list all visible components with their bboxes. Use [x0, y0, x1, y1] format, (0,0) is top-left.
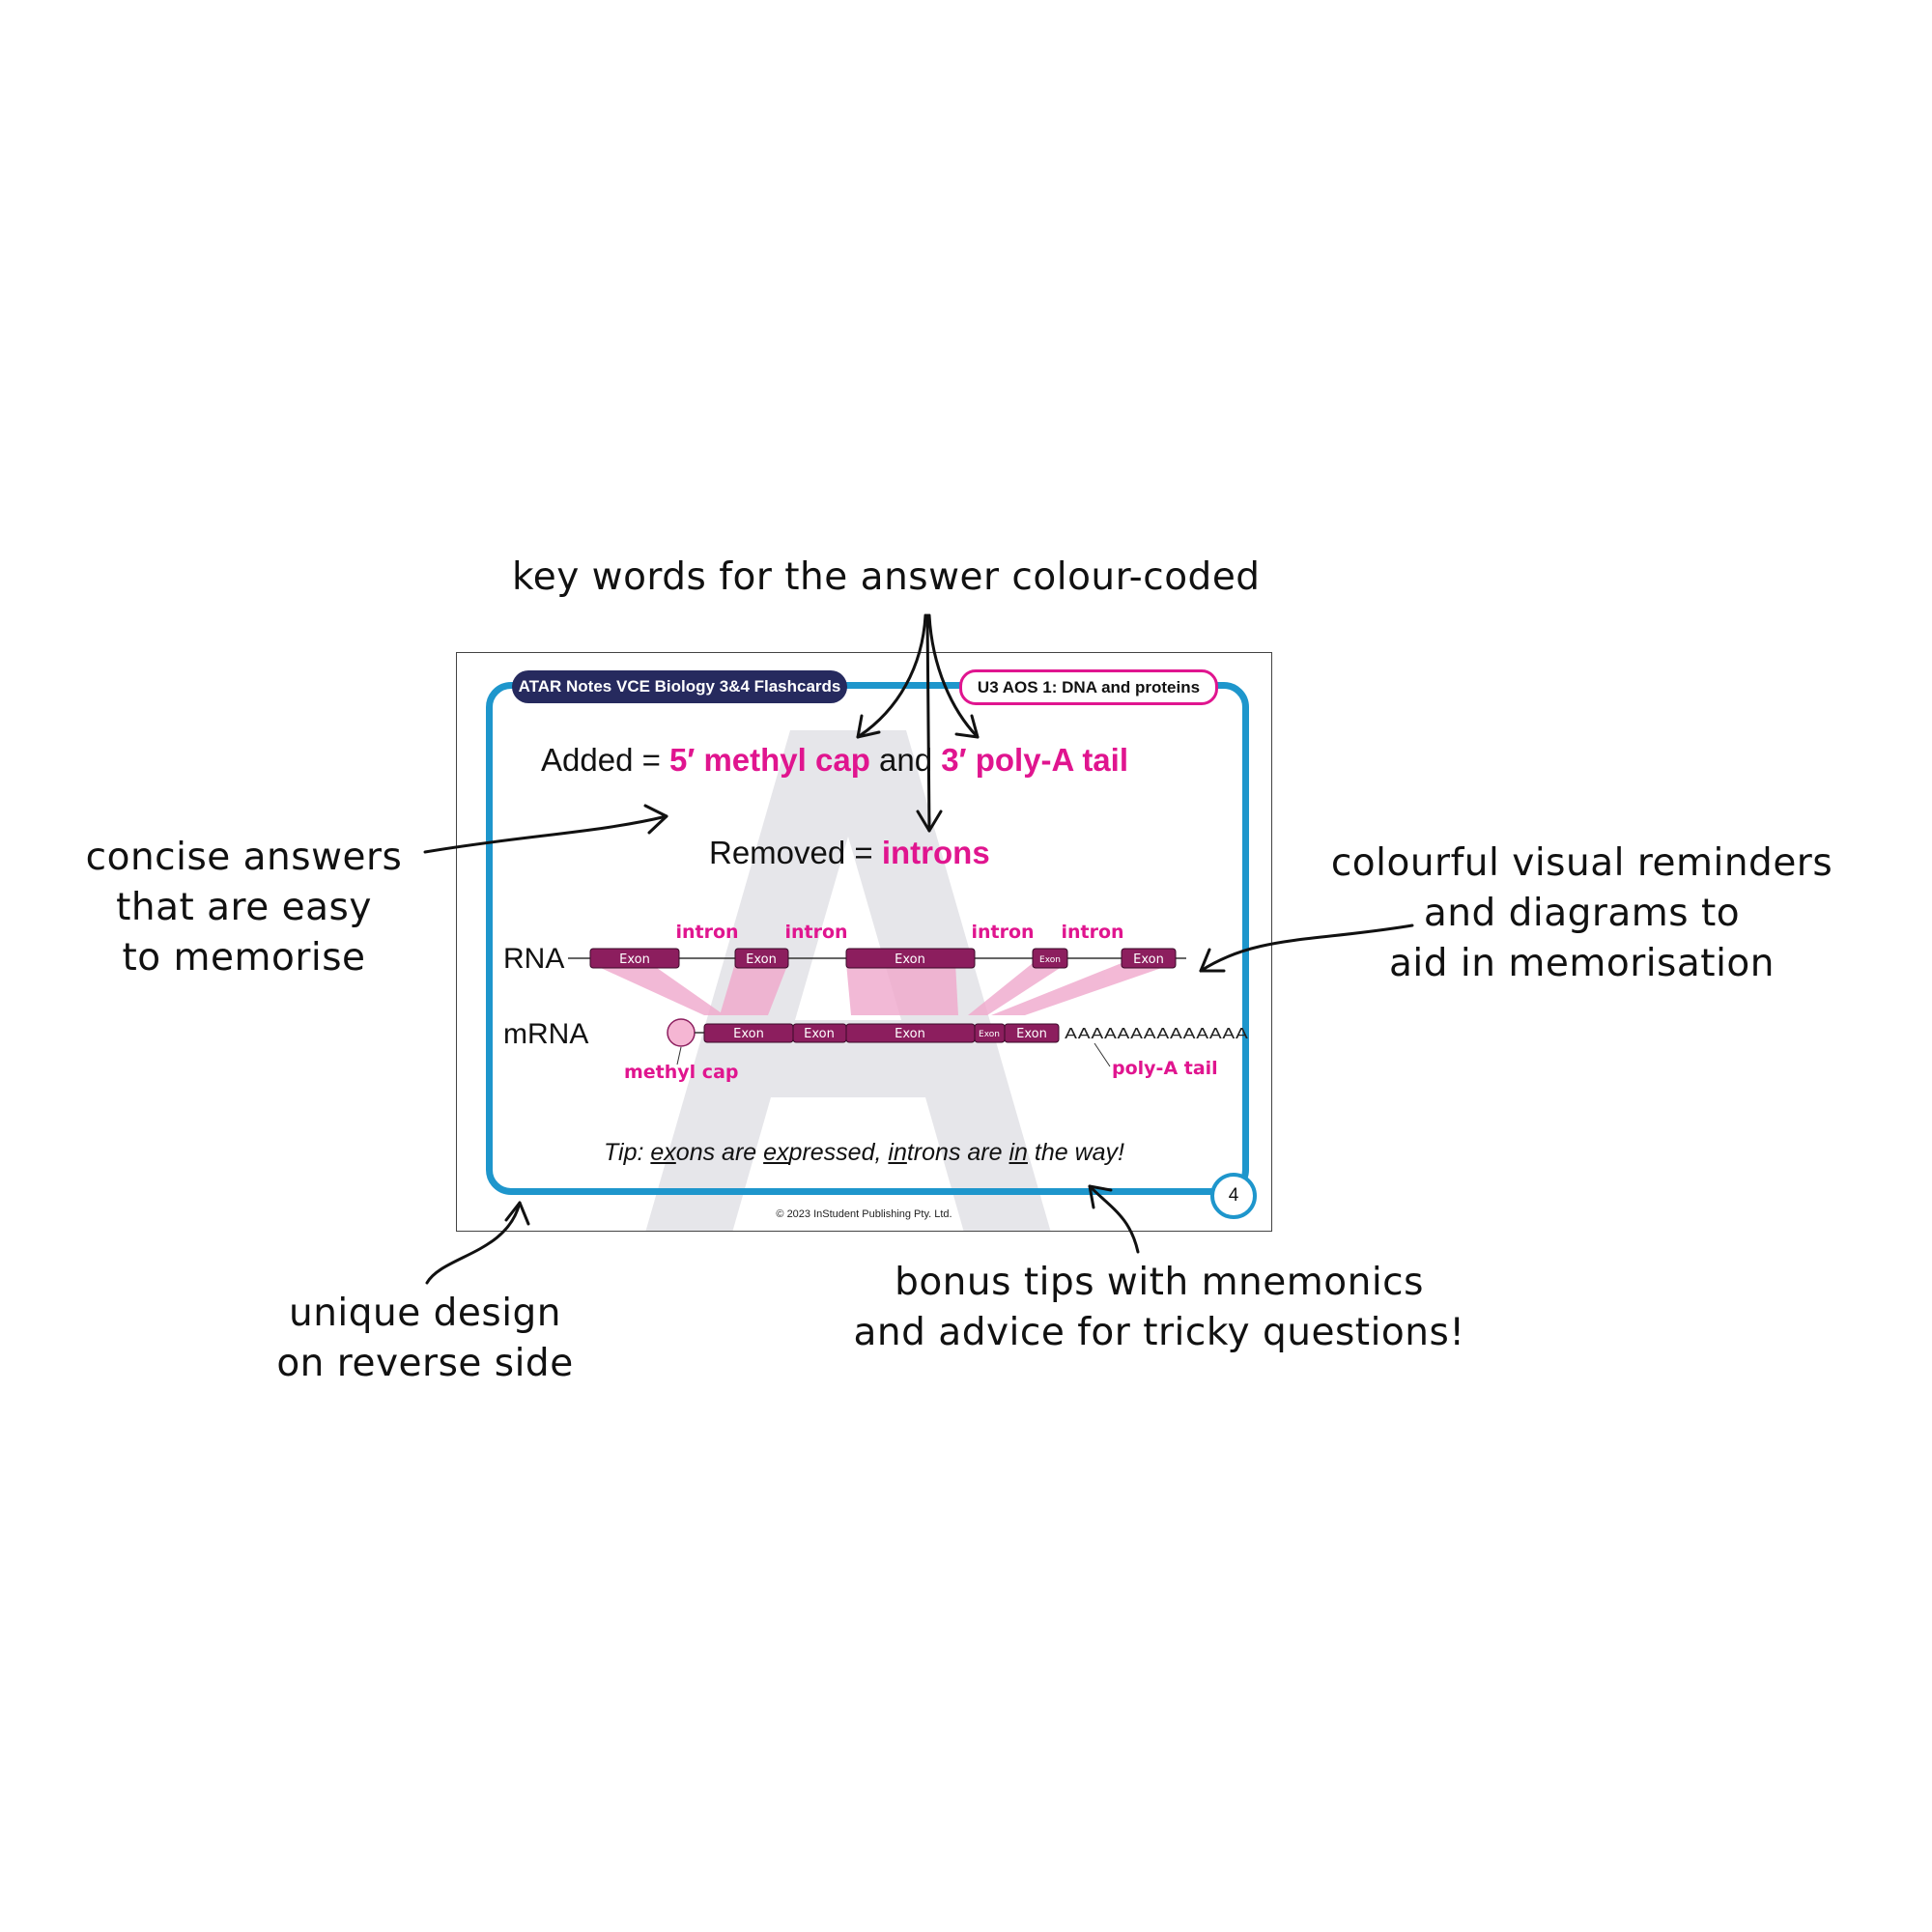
rna-exon-3 — [845, 948, 976, 969]
added-poly-a-tail: 3′ poly-A tail — [941, 742, 1128, 778]
poly-a-tail-label: poly-A tail — [1112, 1058, 1218, 1079]
rna-exon-3-label: Exon — [895, 952, 925, 967]
poly-a-sequence: AAAAAAAAAAAAAA — [1065, 1025, 1249, 1042]
mrna-exons: Exon Exon Exon Exon Exon — [703, 1023, 1060, 1043]
tip-text: Tip: exons are expressed, introns are in… — [603, 1139, 1124, 1166]
mrna-exon-1-label: Exon — [733, 1027, 764, 1041]
intron-label-3: intron — [971, 922, 1034, 943]
copyright: © 2023 InStudent Publishing Pty. Ltd. — [776, 1208, 952, 1220]
added-methyl-cap: 5′ methyl cap — [669, 742, 870, 778]
removed-introns: introns — [881, 835, 990, 870]
projection-5 — [991, 963, 1176, 1015]
rna-exon-2 — [734, 948, 789, 969]
series-label: ATAR Notes VCE Biology 3&4 Flashcards — [512, 670, 847, 703]
projection-2 — [720, 963, 788, 1015]
projection-1 — [590, 963, 724, 1015]
splicing-diagram: RNA Exon Exon Exon Exon Exon intron intr… — [503, 922, 1249, 1083]
annotation-unique-design: unique design on reverse side — [276, 1292, 574, 1385]
rna-exon-2-label: Exon — [746, 952, 777, 967]
annotation-concise-answers: concise answers that are easy to memoris… — [85, 836, 403, 980]
mrna-exon-3-label: Exon — [895, 1027, 925, 1041]
methyl-cap-circle — [667, 1018, 696, 1047]
topic-label: U3 AOS 1: DNA and proteins — [959, 669, 1218, 705]
letter-a-watermark — [645, 730, 1051, 1231]
mrna-exon-5-label: Exon — [1016, 1027, 1047, 1041]
intron-label-2: intron — [784, 922, 847, 943]
annotation-visual-reminders: colourful visual reminders and diagrams … — [1330, 841, 1833, 985]
mrna-exon-2-label: Exon — [804, 1027, 835, 1041]
mrna-label: mRNA — [503, 1018, 588, 1050]
mrna-exon-5 — [1004, 1023, 1060, 1043]
projection-3 — [846, 963, 958, 1015]
flashcard: ATAR Notes VCE Biology 3&4 Flashcards U3… — [456, 652, 1272, 1232]
added-line: Added = 5′ methyl cap and 3′ poly-A tail — [541, 742, 1128, 778]
card-number-badge: 4 — [1210, 1173, 1257, 1219]
rna-exon-4 — [1032, 948, 1068, 969]
methyl-cap-label: methyl cap — [624, 1062, 739, 1083]
intron-label-1: intron — [675, 922, 738, 943]
rna-label: RNA — [503, 943, 564, 975]
rna-exon-1 — [589, 948, 680, 969]
rna-exons: Exon Exon Exon Exon Exon — [589, 948, 1177, 969]
intron-label-4: intron — [1061, 922, 1123, 943]
rna-exon-4-label: Exon — [1039, 955, 1061, 965]
projection-4 — [968, 963, 1067, 1015]
rna-exon-5 — [1121, 948, 1177, 969]
removed-line: Removed = introns — [709, 835, 990, 870]
rna-exon-5-label: Exon — [1133, 952, 1164, 967]
annotation-key-words: key words for the answer colour-coded — [512, 555, 1261, 599]
annotation-bonus-tips: bonus tips with mnemonics and advice for… — [853, 1261, 1465, 1354]
mrna-exon-4-label: Exon — [979, 1030, 1000, 1039]
rna-exon-1-label: Exon — [619, 952, 650, 967]
